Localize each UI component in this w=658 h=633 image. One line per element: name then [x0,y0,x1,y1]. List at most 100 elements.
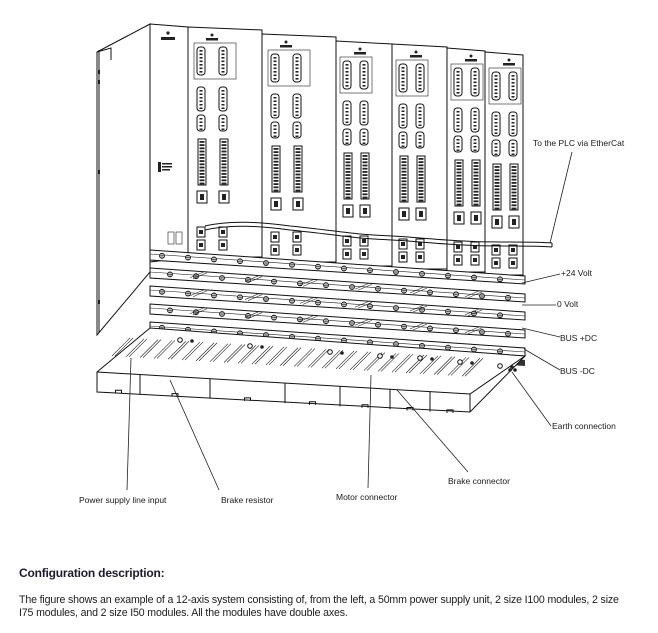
callout-bus-pos: BUS +DC [560,333,597,343]
busbar-link [189,307,205,315]
busbar-link [189,271,205,279]
callout-bus-neg: BUS -DC [560,366,595,376]
configuration-title: Configuration description: [19,566,165,580]
busbar-link [244,293,260,300]
callout-plc: To the PLC via EtherCat [533,138,625,148]
screw-icon [377,353,383,359]
screw-icon [327,349,333,355]
dsub-connector-icon [359,100,369,126]
base-notch [244,397,251,401]
ethercat-cable [204,221,553,248]
leader-lines [126,151,573,491]
heatsink-fin [461,358,481,377]
status-led-icon [358,47,362,51]
screw-icon [260,345,264,349]
heatsink-fin [111,337,131,357]
busbar-link [464,308,480,316]
busbar-rail [149,267,526,303]
base-notch [446,409,454,413]
heatsink-fin [419,355,439,375]
leader-24v [521,273,561,284]
callout-brake-connector: Brake connector [448,476,510,486]
base-tray [96,327,527,413]
drive-module [187,26,263,258]
busbar-link [354,300,370,308]
heatsink-fin [307,349,327,368]
configuration-description: The figure shows an example of a 12-axis… [19,594,619,619]
heatsink-fin [153,340,173,359]
module-logo [465,59,477,62]
screw-icon [457,359,463,365]
heatsink-fin [181,341,201,361]
leader-brake-connector [396,389,469,473]
heatsink-fin [391,353,411,373]
callout-motor-connector: Motor connector [336,492,398,502]
callout-0v: 0 Volt [557,299,579,309]
module-logo [354,52,366,55]
screw-icon [390,355,394,359]
busbar-link [354,282,370,290]
screw-icon [430,357,434,361]
base-components [96,337,517,413]
dsub-connector-icon [342,100,352,126]
base-notch [361,404,369,408]
busbar-rail [149,249,526,285]
drive-module [391,43,448,270]
heatsink-fin [209,343,229,362]
busbar-link [354,318,370,326]
leader-motor-connector [367,374,372,489]
callout-earth: Earth connection [552,421,616,431]
status-led-icon [507,58,511,62]
earth-screw-icon [513,368,517,372]
heatsink-fin [321,349,341,369]
busbar-link [189,289,205,297]
drive-module [261,33,337,263]
drive-modules [187,26,524,276]
callout-24v: +24 Volt [561,268,593,278]
heatsink-fin [167,341,187,360]
screw-icon [417,355,423,361]
callout-brake-resistor: Brake resistor [221,495,274,505]
leader-bus-neg [523,348,561,371]
leader-brake-resistor [169,379,220,491]
dsub-connector-icon [453,107,463,133]
status-led-icon [210,33,214,37]
dsub-connector-icon [270,93,280,119]
heatsink-fin [293,348,313,367]
module-logo [410,55,422,58]
busbar-rail [149,303,526,339]
heatsink-fin [279,347,299,366]
drive-module [446,47,486,273]
base-notch [171,393,179,397]
earth-screw-icon [508,368,512,372]
dsub-connector-icon [415,103,425,129]
drive-module [335,40,393,267]
module-logo [503,63,515,66]
busbar-link [409,304,425,312]
status-led-icon [284,40,288,44]
screw-icon [497,363,503,369]
heatsink-fin [237,345,257,364]
dsub-connector-icon [218,86,228,112]
system-assembly-figure: To the PLC via EtherCat +24 Volt 0 Volt … [79,23,625,505]
base-notch [309,401,316,405]
screw-icon [247,343,253,349]
status-led-icon [469,54,473,58]
screw-icon [470,361,474,365]
busbar-link [299,297,315,304]
base-notch [115,389,122,394]
leader-plc [549,151,573,244]
heatsink-fin [265,346,285,366]
screw-icon [177,337,183,343]
heatsink-fin [139,339,159,358]
busbar-link [299,279,315,286]
dsub-connector-icon [398,103,408,129]
busbar-rail [149,285,526,321]
heatsink-fin [433,356,453,375]
heatsink-fin [447,357,467,376]
module-logo [280,45,292,48]
cabinet-side-panel [96,23,151,337]
drive-module [484,51,524,276]
leader-power-input [126,357,132,491]
leader-bus-pos [521,327,561,338]
